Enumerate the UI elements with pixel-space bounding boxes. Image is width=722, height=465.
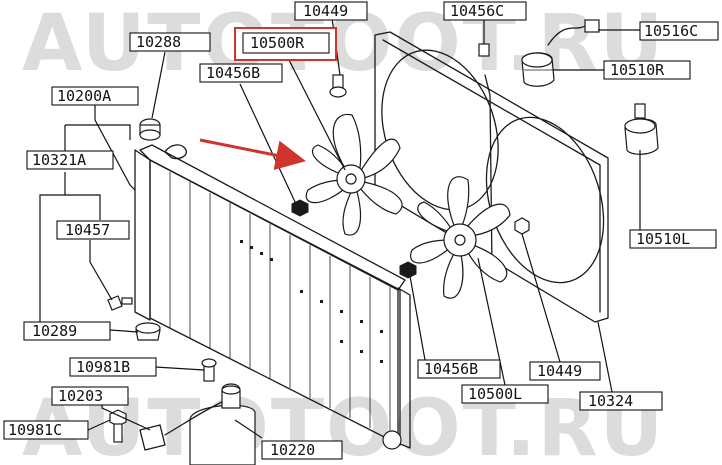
label-10289: 10289	[32, 322, 77, 340]
mount-rubber-10288	[139, 118, 161, 141]
fan-motor-10510L	[624, 103, 659, 155]
label-10324: 10324	[588, 392, 633, 410]
bolt-10449-top	[329, 74, 347, 98]
label-10200A: 10200A	[57, 87, 111, 105]
nut-10456B-bottom	[399, 261, 417, 279]
clip-10456C	[478, 43, 490, 57]
label-10456B-bottom: 10456B	[424, 360, 478, 378]
label-10981B: 10981B	[76, 358, 130, 376]
part-labels: 10449 10456C 10516C 10288 10500R 10456B …	[3, 1, 719, 460]
label-10510R: 10510R	[610, 61, 665, 79]
connector-10516C	[547, 19, 600, 46]
label-10457: 10457	[65, 221, 110, 239]
label-10321A: 10321A	[32, 151, 86, 169]
reservoir-tank-10220	[139, 383, 256, 465]
label-10500L: 10500L	[468, 385, 522, 403]
label-10449-top: 10449	[303, 2, 348, 20]
bracket-10289	[135, 322, 161, 341]
highlight-arrow	[199, 138, 306, 171]
label-10981C: 10981C	[8, 421, 62, 439]
fan-motor-10510R	[521, 52, 555, 87]
fan-10500L	[410, 176, 511, 299]
label-10510L: 10510L	[636, 230, 690, 248]
nut-10456B-top	[291, 199, 309, 217]
label-10456C: 10456C	[450, 2, 504, 20]
drain-plug-10457	[107, 295, 133, 311]
label-10516C: 10516C	[644, 22, 698, 40]
label-10456B-top: 10456B	[206, 64, 260, 82]
radiator	[134, 144, 411, 450]
label-10288: 10288	[136, 33, 181, 51]
label-10203: 10203	[58, 387, 103, 405]
fan-10500R	[305, 113, 403, 236]
label-10449-bottom: 10449	[537, 362, 582, 380]
label-10220: 10220	[270, 441, 315, 459]
bolt-10449-bottom	[514, 217, 530, 235]
label-10500R: 10500R	[250, 34, 305, 52]
bolt-10981B	[201, 358, 217, 382]
